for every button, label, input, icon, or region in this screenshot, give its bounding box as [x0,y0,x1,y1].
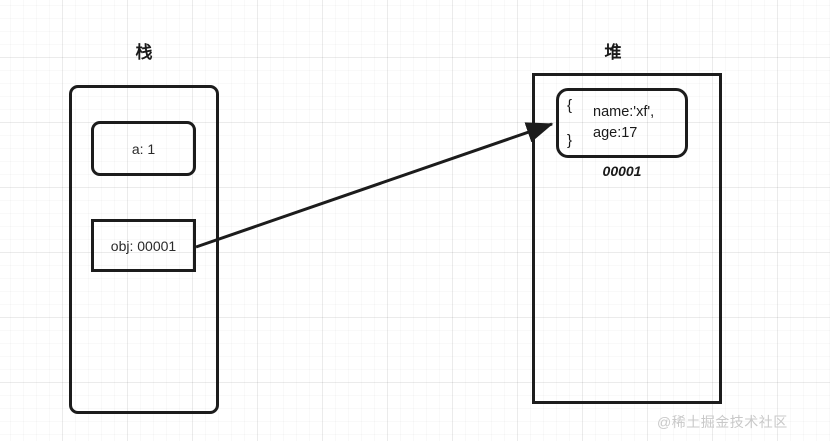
heap-object-box[interactable]: { name:'xf', age:17 } [556,88,688,158]
heap-title: 堆 [604,43,622,62]
stack-container [69,85,219,414]
stack-frame-a[interactable]: a: 1 [91,121,196,176]
stack-title: 栈 [135,43,153,62]
stack-frame-obj[interactable]: obj: 00001 [91,219,196,272]
watermark: @稀土掘金技术社区 [657,414,788,430]
object-property-age: age:17 [593,125,638,141]
heap-address-label: 00001 [602,163,642,179]
object-close-brace: } [567,132,573,149]
arrow-line [195,122,554,249]
object-properties: name:'xf', age:17 [593,102,654,144]
object-property-name: name:'xf', [593,103,655,120]
object-open-brace: { [567,97,573,114]
